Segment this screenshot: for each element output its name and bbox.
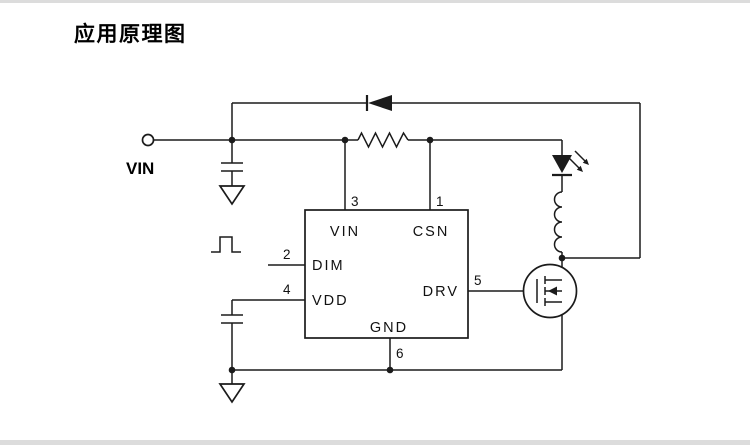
mosfet-body-arrow-icon [548,286,557,296]
junction-dot [386,366,394,374]
junction-dots [228,136,566,374]
junction-dot [426,136,434,144]
pin-number-2: 2 [283,247,291,262]
wires [154,102,641,384]
ic-pin-label-vdd: VDD [312,293,349,309]
page-edge-top [0,0,750,3]
ic-pin-label-drv: DRV [423,284,459,300]
pin-number-6: 6 [396,346,404,361]
ic-pin-label-dim: DIM [312,258,345,274]
pin-number-3: 3 [351,194,359,209]
sense-resistor [357,131,409,149]
ic-body [304,209,469,339]
led [552,150,589,177]
pin-number-4: 4 [283,282,291,297]
inductor-coil-icon [553,191,563,253]
vdd-capacitor [221,314,243,324]
dim-input [211,236,241,253]
junction-dot [558,254,566,262]
terminal-circle-icon [141,133,155,147]
diode-triangle-icon [368,95,392,111]
ic-pin-label-csn: CSN [413,224,450,240]
input-voltage-label: VIN [126,159,154,178]
ground-triangle-icon [218,185,246,206]
junction-dot [228,136,236,144]
freewheeling-diode [365,95,392,111]
resistor-zigzag-icon [357,131,409,149]
wire-segments [154,102,641,384]
junction-dot [228,366,236,374]
pin-number-1: 1 [436,194,444,209]
pwm-pulse-icon [211,236,241,253]
led-arrowhead-icon [576,165,583,172]
led-arrowhead-icon [582,158,589,165]
pin-numbers: 3 1 2 4 5 6 [283,194,482,361]
led-triangle-icon [552,155,572,173]
capacitor-plates-icon [221,162,243,172]
ic-pin-label-gnd: GND [370,320,408,336]
input-capacitor [221,162,243,172]
ground-symbol-input [218,185,246,206]
inductor [553,191,563,253]
nmos-switch [522,263,578,319]
ground-symbol-vdd [218,383,246,404]
ic-pin-label-vin: VIN [330,224,360,240]
page-edge-bottom [0,440,750,445]
mosfet-internals-icon [536,276,562,306]
capacitor-plates-icon [221,314,243,324]
input-terminal: VIN [126,133,155,178]
junction-dot [341,136,349,144]
ic: VIN CSN DIM VDD DRV GND [304,209,469,339]
page-title: 应用原理图 [74,22,187,46]
led-emission-arrow-icon [568,150,586,170]
pin-number-5: 5 [474,273,482,288]
ground-triangle-icon [218,383,246,404]
